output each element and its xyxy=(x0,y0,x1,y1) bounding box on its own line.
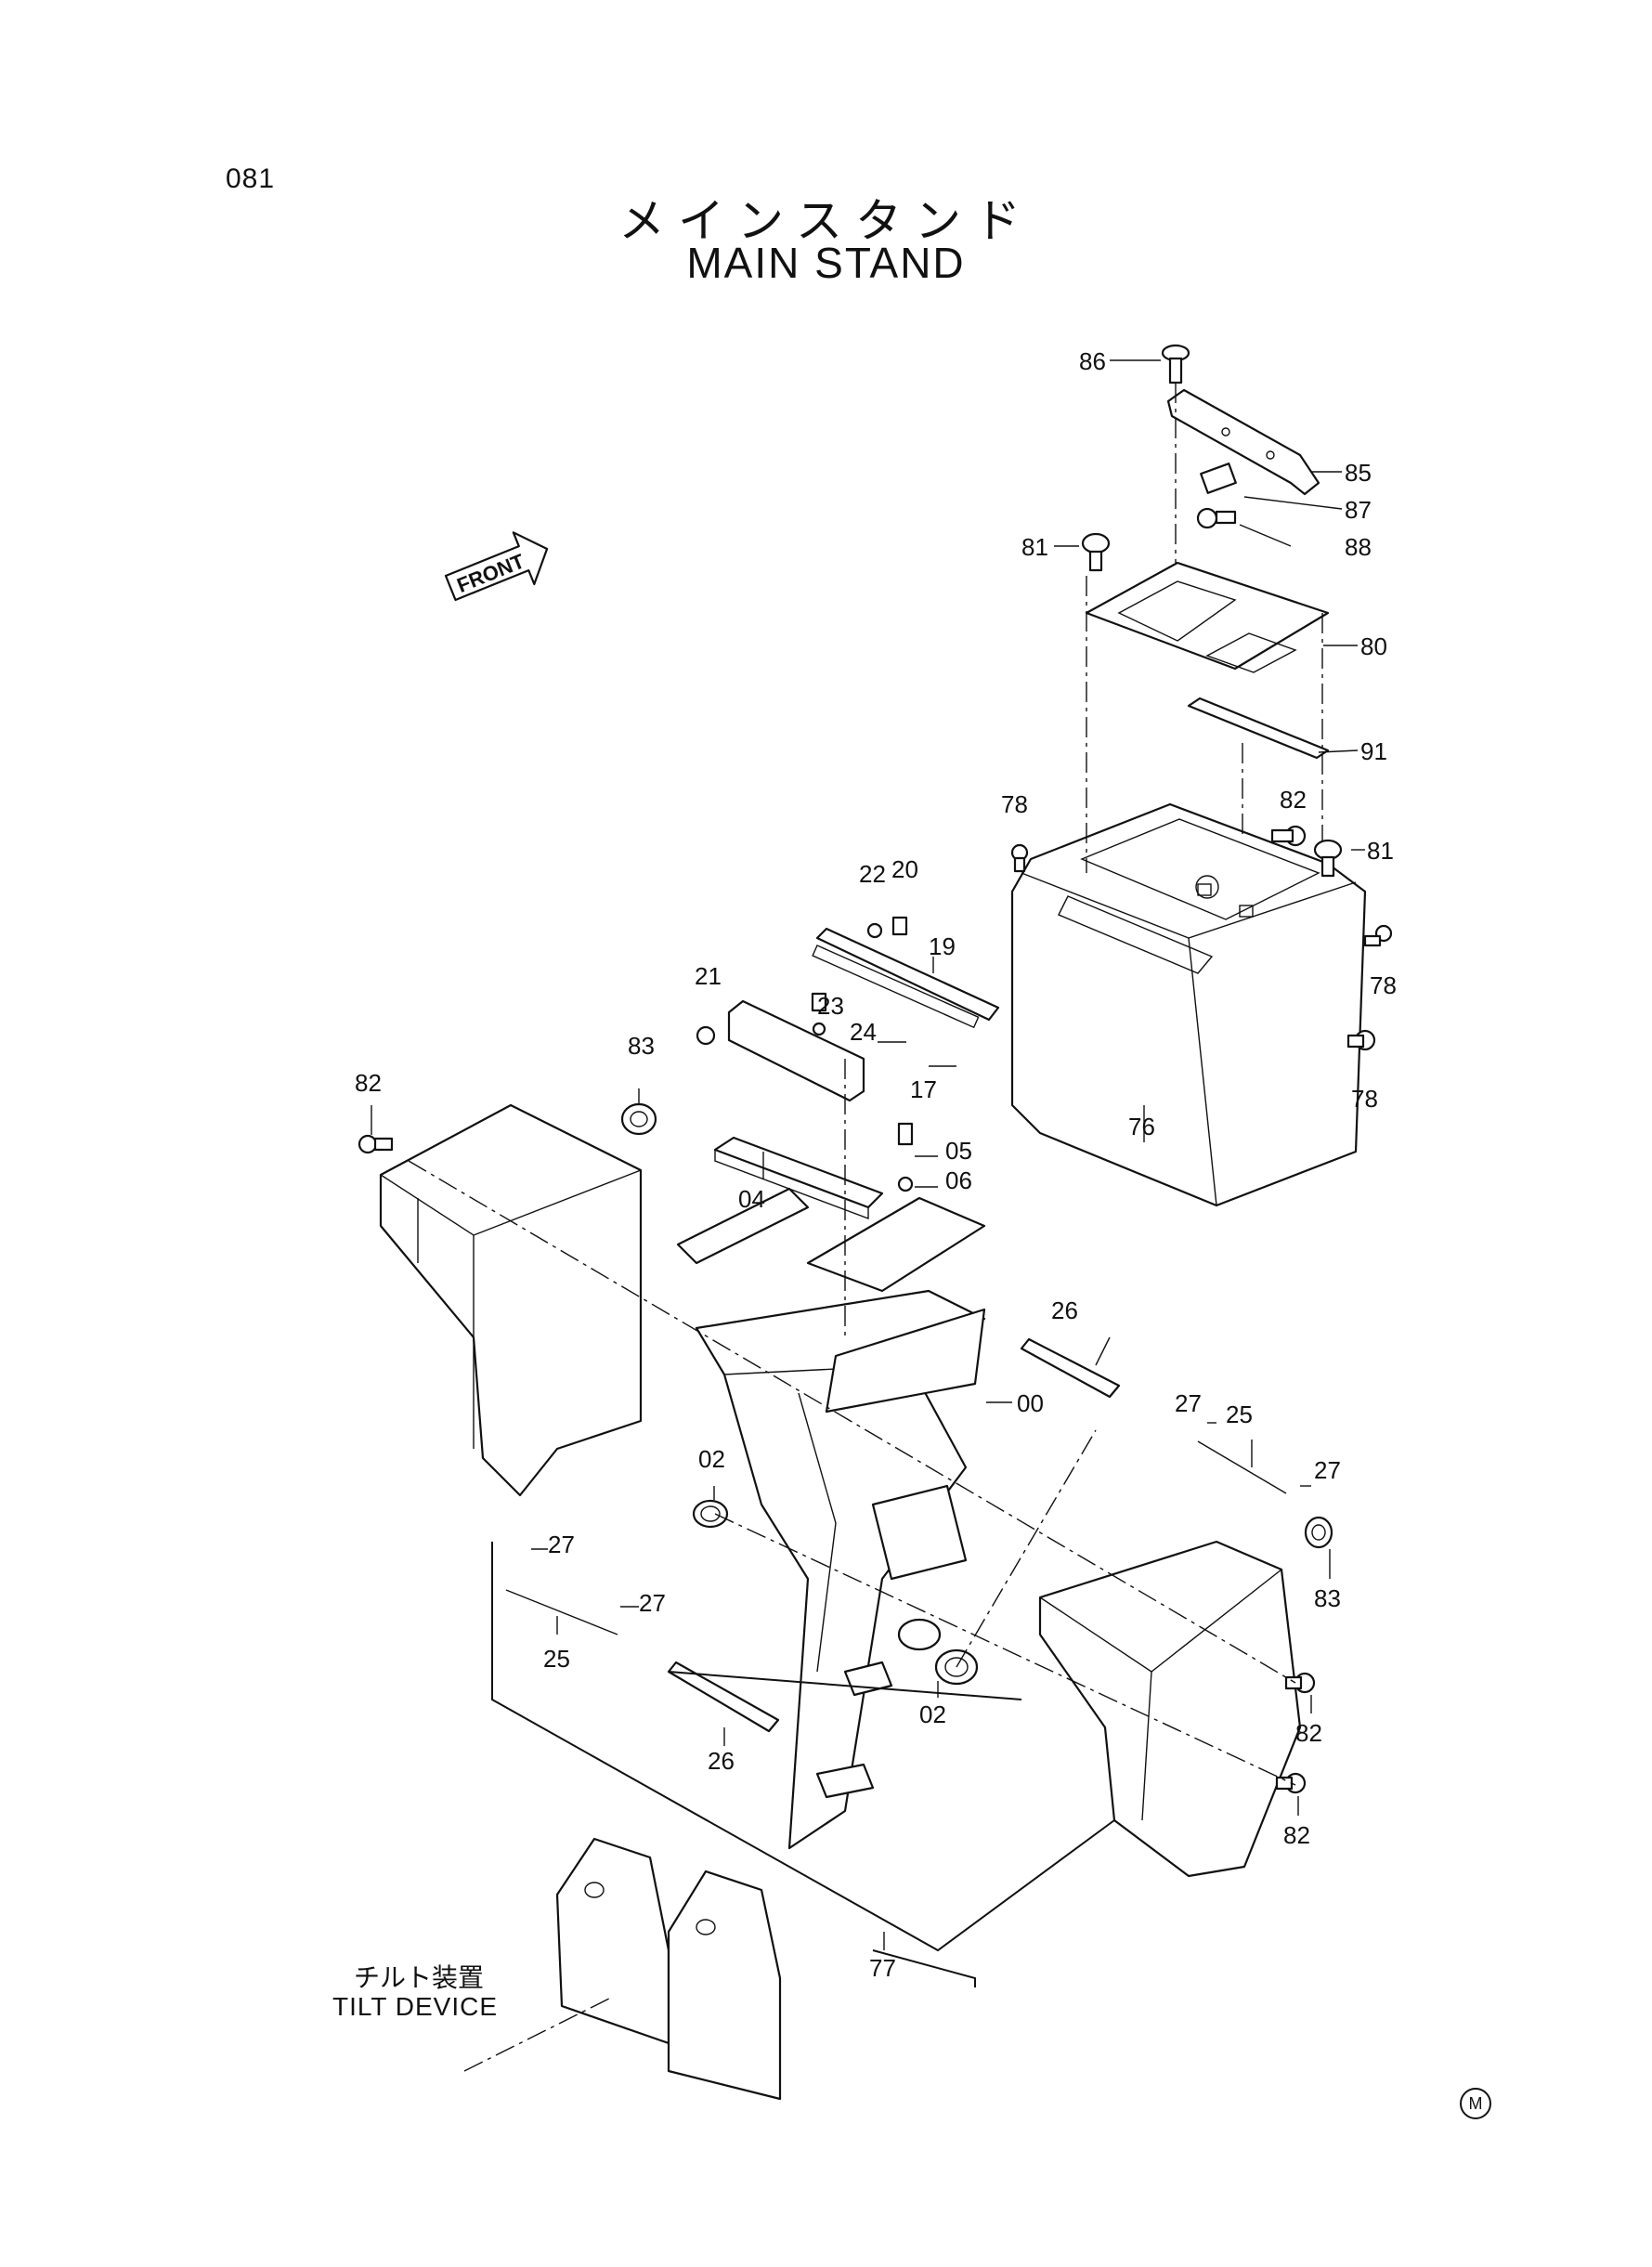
label-78-left: 78 xyxy=(1001,790,1028,818)
bolt-86 xyxy=(1161,344,1190,384)
strip-91 xyxy=(1187,697,1330,760)
label-82-right1: 82 xyxy=(1295,1719,1322,1747)
label-82-right2: 82 xyxy=(1283,1821,1310,1849)
bolts-20-23-05 xyxy=(696,916,914,1192)
screw-81-right xyxy=(1313,839,1343,878)
bracket-85 xyxy=(1166,388,1320,496)
label-81-right: 81 xyxy=(1367,837,1394,865)
page-number: 081 xyxy=(226,163,276,194)
right-cover xyxy=(1038,1540,1302,1878)
screw-78-right2 xyxy=(1346,1029,1376,1051)
label-02-left: 02 xyxy=(698,1445,725,1473)
collar-02-left xyxy=(692,1499,729,1529)
main-stand-frame-00 xyxy=(676,1187,986,1850)
pin-26-lower xyxy=(667,1661,780,1733)
pin-26-upper xyxy=(1020,1337,1121,1399)
label-27-a: 27 xyxy=(1175,1389,1202,1417)
corner-mark: M xyxy=(1460,2088,1491,2119)
label-83-left: 83 xyxy=(628,1032,655,1060)
rod-25-left xyxy=(505,1589,618,1635)
label-17: 17 xyxy=(910,1075,937,1103)
guide-lines xyxy=(408,383,1323,2072)
label-86: 86 xyxy=(1079,347,1106,375)
label-20: 20 xyxy=(891,855,918,883)
label-19: 19 xyxy=(929,932,956,960)
front-label: FRONT xyxy=(454,549,528,597)
label-02-right: 02 xyxy=(919,1700,946,1728)
label-25-right: 25 xyxy=(1226,1401,1253,1428)
bracket-17 xyxy=(727,999,865,1102)
rod-25-right xyxy=(1197,1440,1287,1494)
tilt-device xyxy=(555,1837,782,2101)
label-21: 21 xyxy=(695,962,722,990)
tilt-device-label-english: TILT DEVICE xyxy=(332,1992,499,2021)
screw-78-left xyxy=(1010,843,1029,873)
part-labels: 86 85 87 88 81 80 91 78 82 81 78 78 76 2… xyxy=(355,347,1397,1982)
label-88: 88 xyxy=(1345,533,1372,561)
left-cover xyxy=(379,1103,643,1497)
label-81-top: 81 xyxy=(1021,533,1048,561)
leader-lines xyxy=(371,359,1365,1950)
label-23: 23 xyxy=(817,992,844,1020)
label-00: 00 xyxy=(1017,1389,1044,1417)
label-06: 06 xyxy=(945,1166,972,1194)
label-83-right: 83 xyxy=(1314,1584,1341,1612)
label-27-c: 27 xyxy=(548,1531,575,1558)
cover-plate-80 xyxy=(1085,561,1330,673)
label-77: 77 xyxy=(869,1954,896,1982)
label-24: 24 xyxy=(850,1018,877,1046)
label-87: 87 xyxy=(1345,496,1372,524)
screw-82-top xyxy=(1270,825,1307,847)
label-80: 80 xyxy=(1360,632,1387,660)
label-78-right1: 78 xyxy=(1370,971,1397,999)
label-27-b: 27 xyxy=(1314,1456,1341,1484)
screw-82-right1 xyxy=(1284,1672,1316,1694)
label-82-top: 82 xyxy=(1280,786,1307,814)
label-85: 85 xyxy=(1345,459,1372,487)
label-78-right2: 78 xyxy=(1351,1085,1378,1113)
screw-82-left xyxy=(358,1134,394,1154)
label-76: 76 xyxy=(1128,1113,1155,1140)
screw-78-right1 xyxy=(1363,924,1393,947)
label-91: 91 xyxy=(1360,737,1387,765)
label-04: 04 xyxy=(738,1185,765,1213)
label-25-left: 25 xyxy=(543,1645,570,1673)
title-japanese: メインスタンド xyxy=(618,194,1034,248)
title-english: MAIN STAND xyxy=(686,239,966,287)
label-27-d: 27 xyxy=(639,1589,666,1617)
console-box-76 xyxy=(1010,802,1367,1207)
screw-88 xyxy=(1196,507,1237,529)
front-arrow: FRONT xyxy=(444,531,549,602)
label-22: 22 xyxy=(859,860,886,888)
label-05: 05 xyxy=(945,1137,972,1165)
screw-81-top xyxy=(1081,532,1111,572)
label-82-left: 82 xyxy=(355,1069,382,1097)
switch-87 xyxy=(1200,463,1237,494)
grommet-83-left xyxy=(620,1102,657,1136)
tilt-device-label-japanese: チルト装置 xyxy=(354,1962,485,1993)
label-26-lower: 26 xyxy=(708,1747,735,1775)
plate-19 xyxy=(812,927,1000,1029)
label-26-upper: 26 xyxy=(1051,1296,1078,1324)
grommet-83-right xyxy=(1304,1516,1333,1549)
